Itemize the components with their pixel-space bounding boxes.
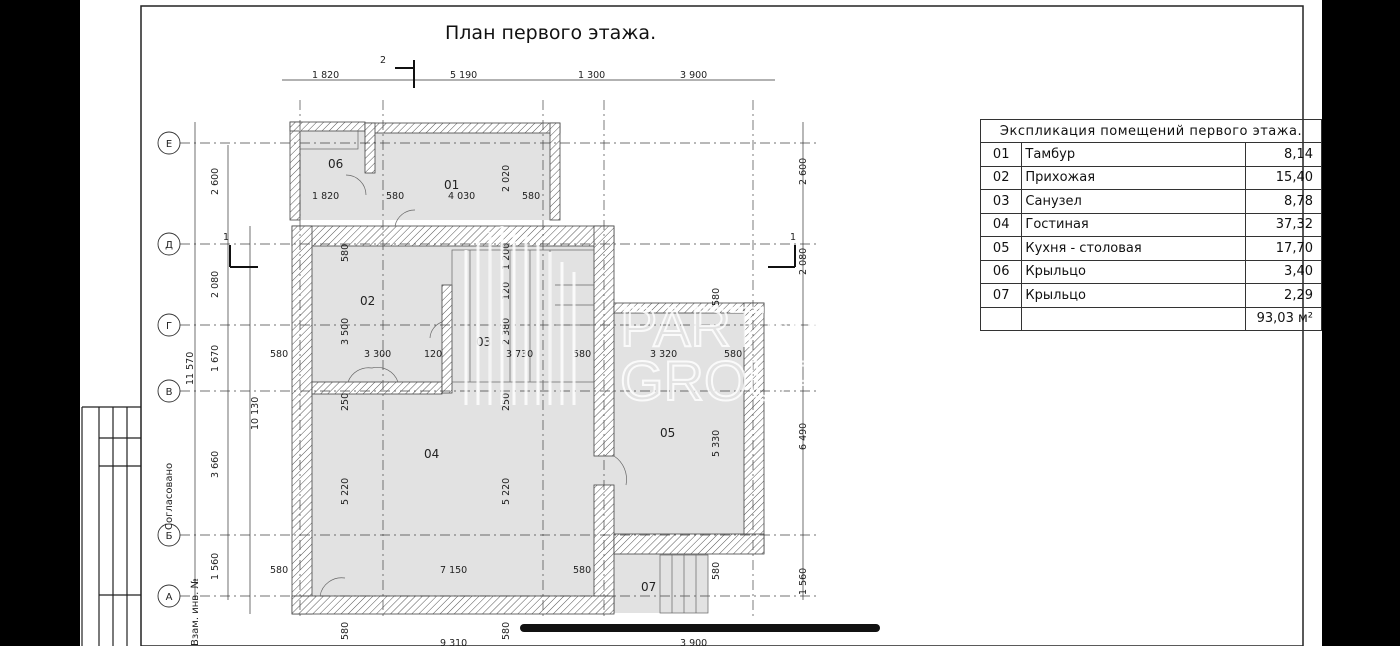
svg-text:1 820: 1 820 [312,70,339,81]
svg-text:250: 250 [501,393,512,411]
svg-text:3 320: 3 320 [650,349,677,360]
axis-label: А [166,592,173,603]
axis-label: Д [165,240,173,251]
svg-text:580: 580 [340,244,351,262]
scrollbar-indicator[interactable] [520,624,880,632]
svg-text:5 330: 5 330 [711,430,722,457]
svg-text:04: 04 [424,447,439,461]
axis-markers [157,131,181,608]
svg-text:580: 580 [724,349,742,360]
dims-top: 1 820 5 190 1 300 3 900 [312,70,707,81]
svg-text:01: 01 [444,178,459,192]
svg-text:05: 05 [660,426,675,440]
svg-text:250: 250 [340,393,351,411]
approved-label: Согласовано [164,462,175,530]
svg-text:3 300: 3 300 [364,349,391,360]
svg-text:11 570: 11 570 [185,352,196,385]
svg-text:3 900: 3 900 [680,70,707,81]
svg-text:1 200: 1 200 [501,243,512,270]
dims-left: 2 600 2 080 1 670 3 660 1 560 11 570 10 … [185,168,261,580]
section-mark-top: 2 [380,55,386,66]
svg-text:2 600: 2 600 [798,158,809,185]
svg-text:580: 580 [573,565,591,576]
svg-text:580: 580 [573,349,591,360]
section-mark-left: 1 [223,232,229,243]
axis-label: Г [166,321,172,332]
svg-text:02: 02 [360,294,375,308]
svg-text:7 150: 7 150 [440,565,467,576]
svg-text:5 190: 5 190 [450,70,477,81]
svg-text:580: 580 [501,622,512,640]
svg-text:3 730: 3 730 [506,349,533,360]
svg-text:1 560: 1 560 [798,568,809,595]
svg-text:580: 580 [711,288,722,306]
dims-bottom: 9 310 3 900 [440,638,707,646]
svg-text:6 490: 6 490 [798,423,809,450]
svg-text:580: 580 [711,562,722,580]
svg-text:580: 580 [386,191,404,202]
table-total-row: 93,03 м² [979,306,1322,331]
svg-text:06: 06 [328,157,343,171]
svg-text:5 220: 5 220 [501,478,512,505]
svg-text:3 500: 3 500 [340,318,351,345]
svg-text:9 310: 9 310 [440,638,467,646]
svg-text:5 220: 5 220 [340,478,351,505]
floor-plan: 1 820 5 190 1 300 3 900 9 310 3 900 2 60… [81,5,1304,646]
dims-right: 2 600 2 080 6 490 1 560 [798,158,809,595]
svg-text:07: 07 [641,580,656,594]
svg-text:120: 120 [424,349,442,360]
section-marks [229,60,796,268]
svg-text:2 080: 2 080 [798,248,809,275]
svg-text:2 020: 2 020 [501,165,512,192]
total-area: 93,03 м² [1245,306,1322,331]
svg-text:2 600: 2 600 [210,168,221,195]
svg-text:1 560: 1 560 [210,553,221,580]
svg-text:580: 580 [270,349,288,360]
dims-inner: 1 820 580 4 030 580 2 020 580 3 300 120 … [270,165,742,640]
drawing-sheet: План первого этажа. [80,0,1322,646]
watermark: PARTNER GROUP [464,226,883,413]
svg-text:2 080: 2 080 [210,271,221,298]
page-title: План первого этажа. [445,22,657,44]
svg-text:10 130: 10 130 [250,397,261,430]
stamp-grid [81,406,141,646]
svg-text:3 660: 3 660 [210,451,221,478]
svg-text:4 030: 4 030 [448,191,475,202]
svg-text:GROUP: GROUP [620,349,825,412]
axis-label: В [166,387,173,398]
svg-text:1 670: 1 670 [210,345,221,372]
svg-text:580: 580 [340,622,351,640]
section-mark-right: 1 [790,232,796,243]
svg-text:2 380: 2 380 [501,318,512,345]
room-labels: 06 01 02 03 04 05 07 [328,157,675,594]
inv-label: Взам. инв. № [190,578,201,646]
svg-text:PARTNER: PARTNER [620,295,882,358]
svg-text:120: 120 [501,282,512,300]
svg-text:1 820: 1 820 [312,191,339,202]
table-header: Экспликация помещений первого этажа. [980,119,1322,143]
svg-text:3 900: 3 900 [680,638,707,646]
svg-text:580: 580 [270,565,288,576]
svg-text:580: 580 [522,191,540,202]
axis-label: Б [166,531,173,542]
svg-text:03: 03 [476,335,491,349]
axis-label: Е [166,139,172,150]
svg-text:1 300: 1 300 [578,70,605,81]
